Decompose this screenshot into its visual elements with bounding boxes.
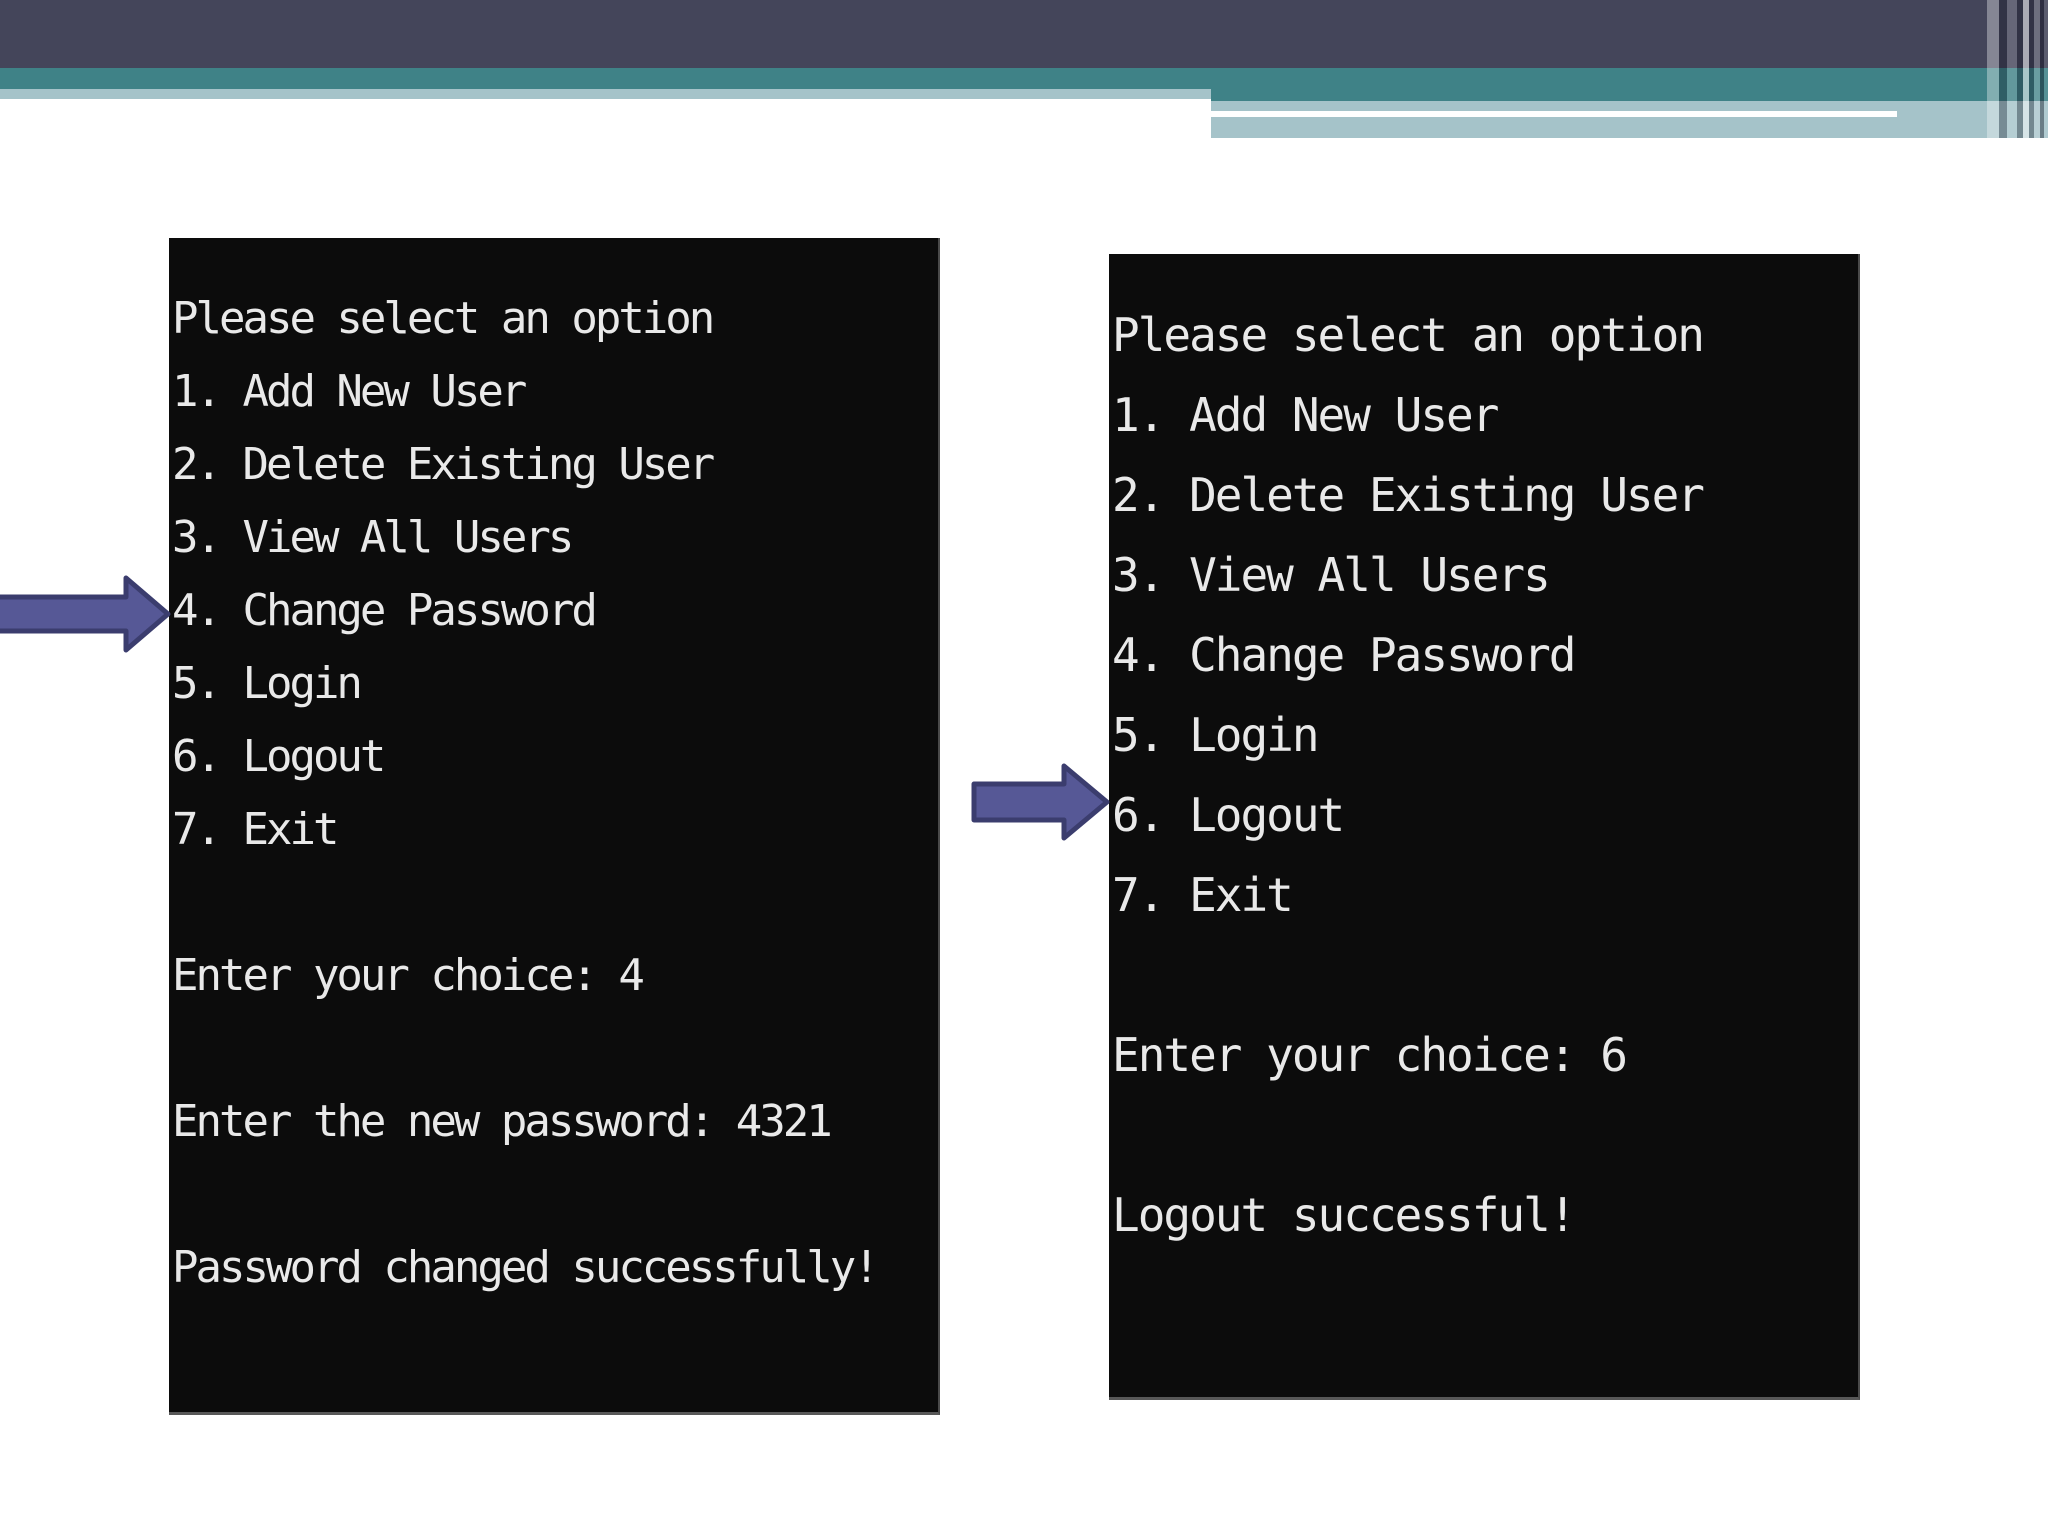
header-dark-bar xyxy=(0,0,1987,68)
console-output-text: Please select an option 1. Add New User … xyxy=(172,293,880,1293)
console-window-change-password: Please select an option 1. Add New User … xyxy=(169,238,940,1415)
console-output-text: Please select an option 1. Add New User … xyxy=(1112,308,1705,1242)
arrow-right-icon xyxy=(0,575,171,653)
header-teal-bar-right-extension xyxy=(1211,68,1987,101)
header-light-stripe-left xyxy=(0,89,1211,99)
header-vertical-stripes-decoration xyxy=(1987,0,2048,138)
arrow-left-shape xyxy=(0,575,171,653)
arrow-right-shape xyxy=(971,763,1110,841)
header-light-band-right xyxy=(1211,101,2048,138)
arrow-right-icon xyxy=(971,763,1110,841)
header-white-gap-line xyxy=(1211,111,1897,117)
console-window-logout: Please select an option 1. Add New User … xyxy=(1109,254,1860,1400)
